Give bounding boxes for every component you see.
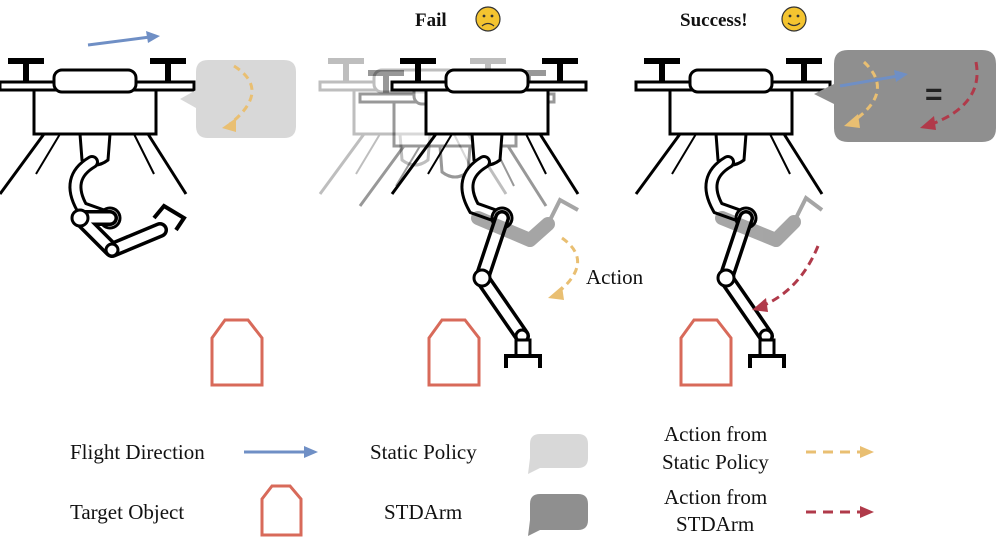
legend-action-static-line1: Action from [664,422,767,446]
fail-title: Fail [415,10,447,31]
legend-static-policy-label: Static Policy [370,440,477,464]
legend-action-stdarm-line2: STDArm [676,512,754,536]
drone-initial [0,56,196,258]
legend-flight-direction-label: Flight Direction [70,440,205,464]
equals-sign: = [925,78,943,111]
arm-ghost-fail [471,197,579,247]
success-emoji [781,6,807,32]
static-policy-bubble-initial [180,60,296,138]
action-label: Action [586,265,644,289]
flight-arrow-initial-head [146,31,160,43]
flight-arrow-initial [87,35,151,47]
action-arc-fail-head [548,286,564,300]
legend-stdarm-bubble [528,494,588,536]
target-object-2 [427,318,481,387]
legend-stdarm-label: STDArm [384,500,462,524]
panel-initial [0,31,296,387]
legend-action-static-line2: Static Policy [662,450,769,474]
legend-target-object-label: Target Object [70,500,184,524]
stdarm-bubble-success: = [814,50,996,142]
legend-static-policy-bubble [528,434,588,474]
panel-fail: Fail Action [318,6,644,387]
action-arc-success-head [752,298,768,312]
legend: Flight Direction Target Object Static Po… [70,422,874,537]
legend-action-stdarm-line1: Action from [664,485,767,509]
target-object-3 [679,318,733,387]
legend-target-object-icon [260,484,303,537]
arm-ghost-success [715,194,824,247]
drone-success [634,56,832,368]
action-arc-fail [555,236,580,296]
action-arc-success [761,245,820,308]
success-title: Success! [680,10,748,31]
target-object-1 [210,318,264,387]
panel-success: Success! = [634,6,996,387]
fail-emoji [475,6,501,32]
